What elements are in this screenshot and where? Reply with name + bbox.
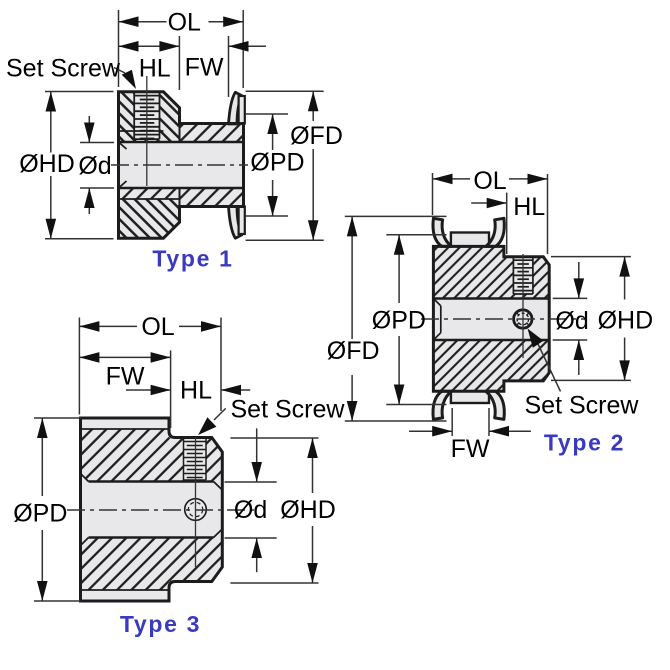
svg-text:OL: OL (141, 313, 174, 341)
svg-text:FW: FW (451, 435, 490, 463)
svg-text:HL: HL (139, 55, 171, 83)
svg-text:HL: HL (513, 193, 545, 221)
svg-text:ØPD: ØPD (250, 149, 304, 177)
svg-text:OL: OL (473, 167, 506, 195)
svg-text:Set Screw: Set Screw (525, 392, 640, 420)
svg-text:Set Screw: Set Screw (6, 55, 121, 83)
svg-text:ØPD: ØPD (13, 500, 67, 528)
svg-text:ØHD: ØHD (280, 496, 336, 524)
svg-text:ØHD: ØHD (598, 307, 654, 335)
svg-text:FW: FW (185, 54, 224, 82)
svg-text:Ød: Ød (555, 307, 588, 335)
svg-text:ØPD: ØPD (372, 307, 426, 335)
svg-text:Ød: Ød (234, 496, 267, 524)
svg-text:OL: OL (168, 8, 201, 36)
svg-text:ØHD: ØHD (19, 150, 75, 178)
svg-text:Type 2: Type 2 (544, 430, 625, 456)
svg-text:FW: FW (106, 363, 145, 391)
svg-text:Ød: Ød (78, 152, 111, 180)
svg-text:Set Screw: Set Screw (231, 396, 346, 424)
svg-text:Type 3: Type 3 (120, 611, 201, 637)
svg-text:Type 1: Type 1 (152, 245, 233, 271)
svg-text:ØFD: ØFD (290, 122, 343, 150)
svg-text:ØFD: ØFD (327, 337, 380, 365)
svg-text:HL: HL (180, 377, 212, 405)
